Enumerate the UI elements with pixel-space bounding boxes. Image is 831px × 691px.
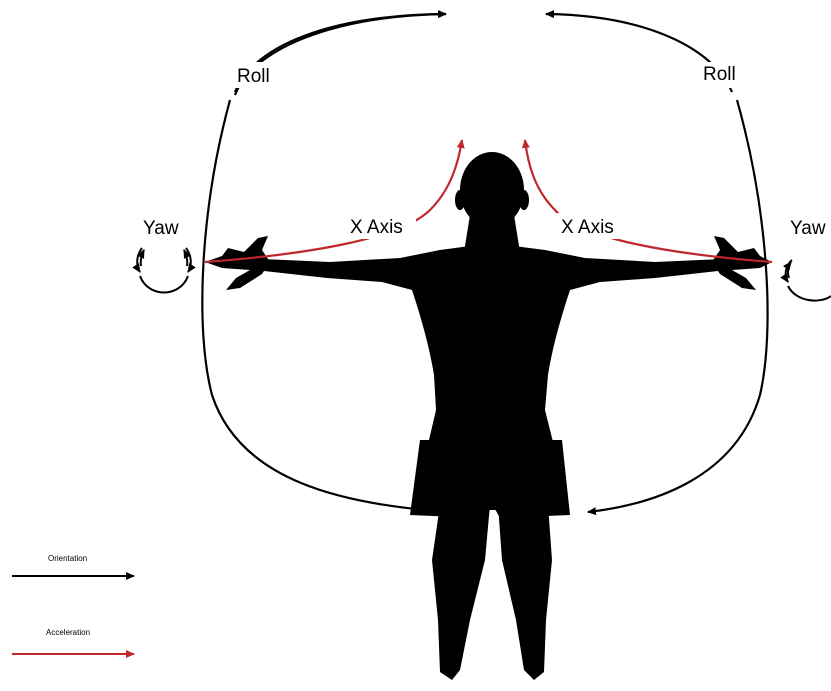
yaw-label-right: Yaw xyxy=(790,218,826,239)
roll-arrow-side-left xyxy=(202,100,452,512)
x-axis-arrow-left xyxy=(205,140,462,262)
legend: Orientation Acceleration xyxy=(12,554,134,654)
yaw-label-left: Yaw xyxy=(143,218,179,239)
legend-orientation-label: Orientation xyxy=(48,554,87,563)
legend-acceleration-label: Acceleration xyxy=(46,628,90,637)
human-silhouette xyxy=(205,152,772,680)
x-axis-label-left: X Axis xyxy=(350,217,403,238)
roll-label-left: Roll xyxy=(237,66,270,87)
x-axis-label-right: X Axis xyxy=(561,217,614,238)
roll-arrow-side-right xyxy=(588,100,768,512)
yaw-icon-right xyxy=(786,260,831,301)
x-axis-arrow-right xyxy=(525,140,772,262)
yaw-icon-left xyxy=(136,248,190,293)
roll-label-right: Roll xyxy=(703,64,736,85)
